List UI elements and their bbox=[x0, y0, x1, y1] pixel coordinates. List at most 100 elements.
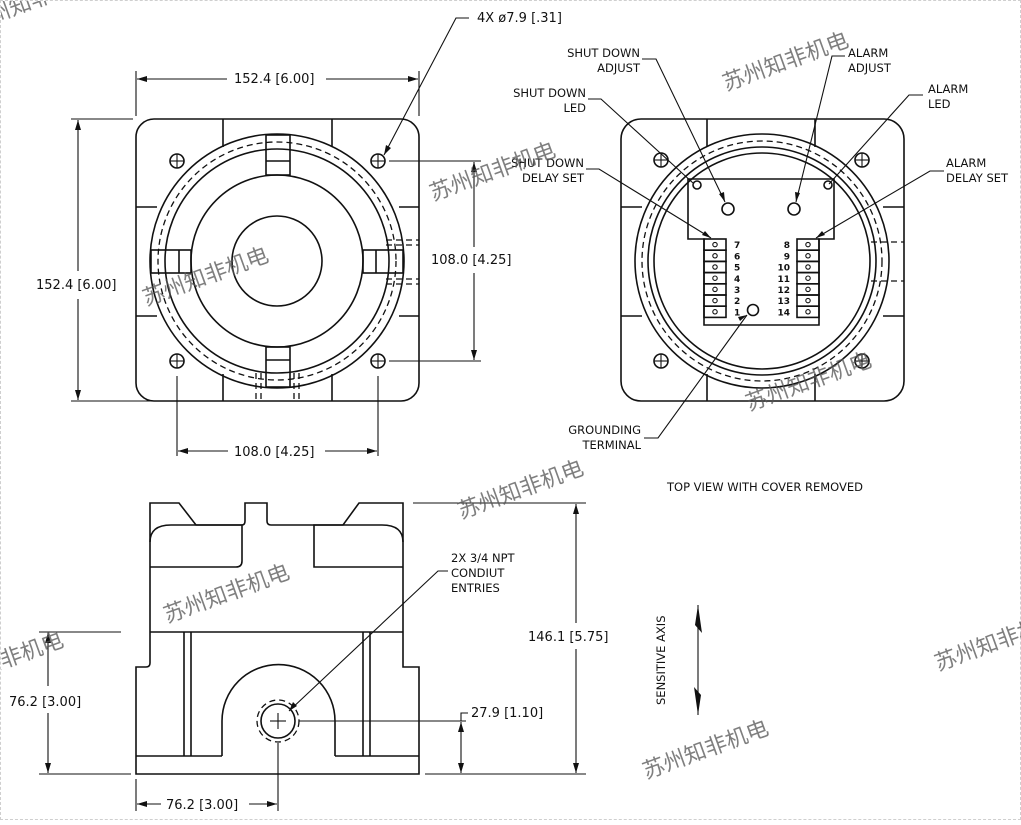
terminal-screw-icon bbox=[712, 297, 718, 304]
label-alarm-delay: ALARM DELAY SET bbox=[946, 156, 1009, 185]
shutdown-led-icon bbox=[692, 180, 702, 190]
svg-text:DELAY SET: DELAY SET bbox=[946, 171, 1009, 185]
view-title: TOP VIEW WITH COVER REMOVED bbox=[666, 480, 863, 494]
label-alarm-led: ALARM LED bbox=[928, 82, 968, 111]
terminal-screw-icon bbox=[805, 264, 811, 270]
mounting-hole-icon bbox=[169, 353, 185, 369]
hole-spacing-vertical-dim: 108.0 [4.25] bbox=[431, 253, 511, 268]
terminal-screw-icon bbox=[712, 253, 718, 259]
terminal-slot bbox=[796, 249, 820, 263]
terminal-screw-icon bbox=[805, 253, 811, 259]
terminal-screw-icon bbox=[805, 297, 811, 304]
grounding-terminal-icon bbox=[746, 303, 760, 317]
front-width-dim: 152.4 [6.00] bbox=[234, 72, 314, 87]
terminal-screw-icon bbox=[712, 286, 718, 293]
front-body-outline bbox=[135, 118, 420, 402]
label-shutdown-adjust: SHUT DOWN ADJUST bbox=[567, 46, 641, 75]
label-shutdown-led: SHUT DOWN LED bbox=[513, 86, 586, 115]
front-height-dim: 152.4 [6.00] bbox=[36, 278, 116, 293]
svg-text:苏州知非机电: 苏州知非机电 bbox=[1, 1, 97, 37]
svg-text:SHUT DOWN: SHUT DOWN bbox=[511, 156, 584, 170]
conduit-offset-dim: 76.2 [3.00] bbox=[166, 798, 238, 813]
svg-text:苏州知非机电: 苏州知非机电 bbox=[720, 28, 853, 97]
hole-spacing-horizontal-dim: 108.0 [4.25] bbox=[234, 445, 314, 460]
top-body-outline bbox=[620, 118, 905, 402]
terminal-number: 7 bbox=[734, 241, 740, 251]
svg-text:ALARM: ALARM bbox=[848, 46, 888, 60]
terminal-number: 13 bbox=[777, 297, 790, 307]
mounting-hole-icon bbox=[370, 353, 386, 369]
circuit-board bbox=[687, 178, 835, 326]
svg-text:2X 3/4 NPT: 2X 3/4 NPT bbox=[451, 551, 516, 565]
total-height-dim: 146.1 [5.75] bbox=[528, 630, 608, 645]
terminal-slot bbox=[796, 294, 820, 307]
mounting-hole-icon bbox=[854, 353, 870, 369]
svg-text:GROUNDING: GROUNDING bbox=[568, 423, 641, 437]
svg-text:苏州知非机电: 苏州知非机电 bbox=[161, 560, 294, 629]
label-grounding-terminal: GROUNDING TERMINAL bbox=[568, 423, 641, 452]
svg-text:DELAY SET: DELAY SET bbox=[522, 171, 585, 185]
svg-text:LED: LED bbox=[563, 101, 586, 115]
terminal-number: 4 bbox=[734, 275, 740, 285]
terminal-screw-icon bbox=[805, 275, 811, 281]
terminal-screw-icon bbox=[712, 241, 718, 248]
terminal-number: 11 bbox=[777, 275, 790, 285]
conduit-callout: 2X 3/4 NPT CONDIUT ENTRIES bbox=[451, 551, 516, 595]
svg-text:CONDIUT: CONDIUT bbox=[451, 566, 505, 580]
svg-text:ADJUST: ADJUST bbox=[597, 61, 641, 75]
lower-height-dim: 76.2 [3.00] bbox=[9, 695, 81, 710]
terminal-slot bbox=[796, 260, 820, 274]
svg-text:苏州知非机电: 苏州知非机电 bbox=[1, 628, 67, 697]
terminal-number: 1 bbox=[734, 308, 740, 318]
mounting-hole-icon bbox=[653, 353, 669, 369]
svg-text:SHUT DOWN: SHUT DOWN bbox=[513, 86, 586, 100]
svg-text:苏州知非机电: 苏州知非机电 bbox=[640, 716, 773, 785]
alarm-led-icon bbox=[823, 180, 833, 190]
sensitive-axis-indicator: SENSITIVE AXIS bbox=[654, 605, 702, 715]
shutdown-adjust-pot-icon bbox=[721, 202, 735, 216]
terminal-number: 5 bbox=[734, 264, 740, 274]
svg-text:TERMINAL: TERMINAL bbox=[582, 438, 642, 452]
terminal-number: 6 bbox=[734, 252, 740, 262]
terminal-number: 12 bbox=[777, 286, 790, 296]
svg-text:ALARM: ALARM bbox=[928, 82, 968, 96]
terminal-slot bbox=[703, 260, 727, 274]
terminal-slot bbox=[796, 271, 820, 285]
terminal-slot bbox=[703, 294, 727, 307]
terminal-screw-icon bbox=[712, 264, 718, 270]
terminal-slot bbox=[796, 282, 820, 296]
terminal-slot bbox=[703, 249, 727, 263]
hole-callout: 4X ø7.9 [.31] bbox=[477, 11, 562, 26]
terminal-number: 9 bbox=[784, 252, 790, 262]
terminal-slot bbox=[703, 271, 727, 285]
svg-text:LED: LED bbox=[928, 97, 951, 111]
terminal-screw-icon bbox=[805, 241, 811, 248]
mounting-hole-icon bbox=[653, 152, 669, 168]
terminal-slot bbox=[796, 305, 820, 319]
terminal-number: 10 bbox=[777, 264, 790, 274]
inner-ring bbox=[231, 215, 323, 307]
terminal-number: 2 bbox=[734, 297, 740, 307]
svg-text:苏州知非机电: 苏州知非机电 bbox=[455, 456, 588, 525]
mounting-hole-icon bbox=[854, 152, 870, 168]
terminal-number: 14 bbox=[777, 308, 790, 318]
terminal-screw-icon bbox=[805, 286, 811, 293]
svg-text:ADJUST: ADJUST bbox=[848, 61, 892, 75]
terminal-number: 3 bbox=[734, 286, 740, 296]
svg-text:SHUT DOWN: SHUT DOWN bbox=[567, 46, 640, 60]
conduit-height-dim: 27.9 [1.10] bbox=[471, 706, 543, 721]
terminal-slot bbox=[703, 282, 727, 296]
label-alarm-adjust: ALARM ADJUST bbox=[848, 46, 892, 75]
svg-text:ALARM: ALARM bbox=[946, 156, 986, 170]
side-view: 146.1 [5.75] 76.2 [3.00] 27.9 [1.10] 76.… bbox=[9, 502, 608, 813]
side-body-outline bbox=[135, 502, 420, 775]
mounting-hole-icon bbox=[169, 153, 185, 169]
outer-ring bbox=[149, 133, 405, 389]
alarm-adjust-pot-icon bbox=[787, 202, 801, 216]
front-view: 152.4 [6.00] 152.4 [6.00] 108.0 [4.25] 1… bbox=[36, 11, 562, 460]
terminal-slot bbox=[796, 238, 820, 251]
